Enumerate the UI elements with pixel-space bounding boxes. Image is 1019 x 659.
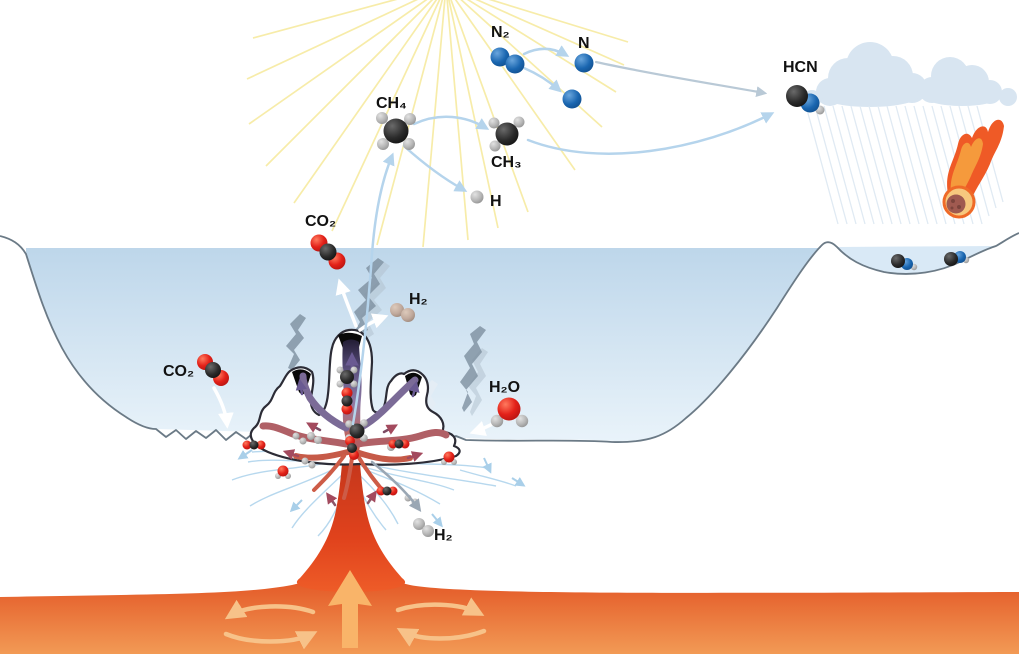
h2-molecule-vent-plume xyxy=(390,303,415,322)
h2-molecule-crust-1 xyxy=(292,432,307,445)
co2-molecule-crust-1 xyxy=(242,440,266,450)
label-h2-vent: H₂ xyxy=(409,291,428,308)
hydrothermal-vent xyxy=(249,328,461,507)
rain-cloud xyxy=(803,42,1017,108)
arrow-n-to-hcn xyxy=(594,60,768,98)
ch3-molecule xyxy=(488,116,525,152)
n-atom xyxy=(574,53,594,73)
label-h: H xyxy=(490,193,502,210)
arrow-ch3-to-hcn xyxy=(526,112,775,155)
arrow-vent-to-ch4-sky xyxy=(351,152,395,426)
n-atom-2 xyxy=(562,89,582,109)
co2-molecule-vent xyxy=(341,387,353,415)
hcn-molecule-pond-2 xyxy=(944,251,970,266)
label-ch4: CH₄ xyxy=(376,95,407,112)
sun-rays-icon xyxy=(246,0,629,248)
hcn-molecule xyxy=(786,85,825,115)
crust-molecules xyxy=(242,432,457,506)
ch4-molecule-vent xyxy=(336,366,358,388)
meteor-icon xyxy=(942,119,1004,219)
label-n: N xyxy=(578,35,590,52)
h2o-molecule-crust-2 xyxy=(441,451,457,465)
land-outline xyxy=(0,232,1019,443)
label-ch3: CH₃ xyxy=(491,154,522,171)
ch4-molecule-vent-2 xyxy=(345,419,368,442)
pond-water xyxy=(837,246,996,274)
h2o-molecule xyxy=(490,397,529,428)
magma-layer xyxy=(0,455,1019,654)
co2-molecule-ocean xyxy=(197,354,229,386)
label-h2o: H₂O xyxy=(489,379,520,396)
co2-molecule-vent-2 xyxy=(345,436,359,460)
labels: N₂ N CH₄ CH₃ H HCN CO₂ CO₂ H₂ H₂O H₂ xyxy=(163,24,818,544)
label-n2: N₂ xyxy=(491,24,510,41)
free-molecules xyxy=(197,47,970,537)
magma-conduit xyxy=(296,455,406,592)
ch4-molecule xyxy=(376,112,416,150)
magma-convection-arrows xyxy=(223,597,487,650)
label-h2-crust: H₂ xyxy=(434,527,453,544)
arrow-vent-to-h2 xyxy=(358,313,389,332)
arrow-co2-into-seafloor xyxy=(212,386,234,429)
h2-molecule-crust xyxy=(413,518,434,537)
co2-molecule-crust-2 xyxy=(388,439,410,449)
h2-molecule-crust-2 xyxy=(301,457,316,469)
h-atom xyxy=(470,190,484,204)
arrow-vent-to-co2 xyxy=(335,278,358,328)
label-co2-ocean: CO₂ xyxy=(163,363,194,380)
arrow-ch4-to-h xyxy=(402,144,468,192)
arrow-vent-to-h2-crust xyxy=(370,460,422,513)
vent-interior-molecules xyxy=(307,366,402,460)
label-co2-atmosphere: CO₂ xyxy=(305,213,336,230)
arrow-ch4-to-ch3 xyxy=(412,115,490,130)
hcn-molecule-pond-1 xyxy=(891,254,918,271)
magma-up-arrow xyxy=(328,570,372,648)
n2-molecule xyxy=(490,47,525,74)
arrow-n2-to-n-2 xyxy=(522,66,562,93)
h2-molecule-vent-left xyxy=(307,432,322,444)
co2-molecule-crust-3 xyxy=(376,486,398,496)
co2-molecule-atmosphere xyxy=(310,234,346,270)
label-hcn: HCN xyxy=(783,59,818,76)
h2o-molecule-crust-1 xyxy=(275,465,291,479)
reaction-arrows xyxy=(212,45,775,513)
arrow-n2-to-n xyxy=(522,45,570,57)
white-steam xyxy=(420,380,438,434)
